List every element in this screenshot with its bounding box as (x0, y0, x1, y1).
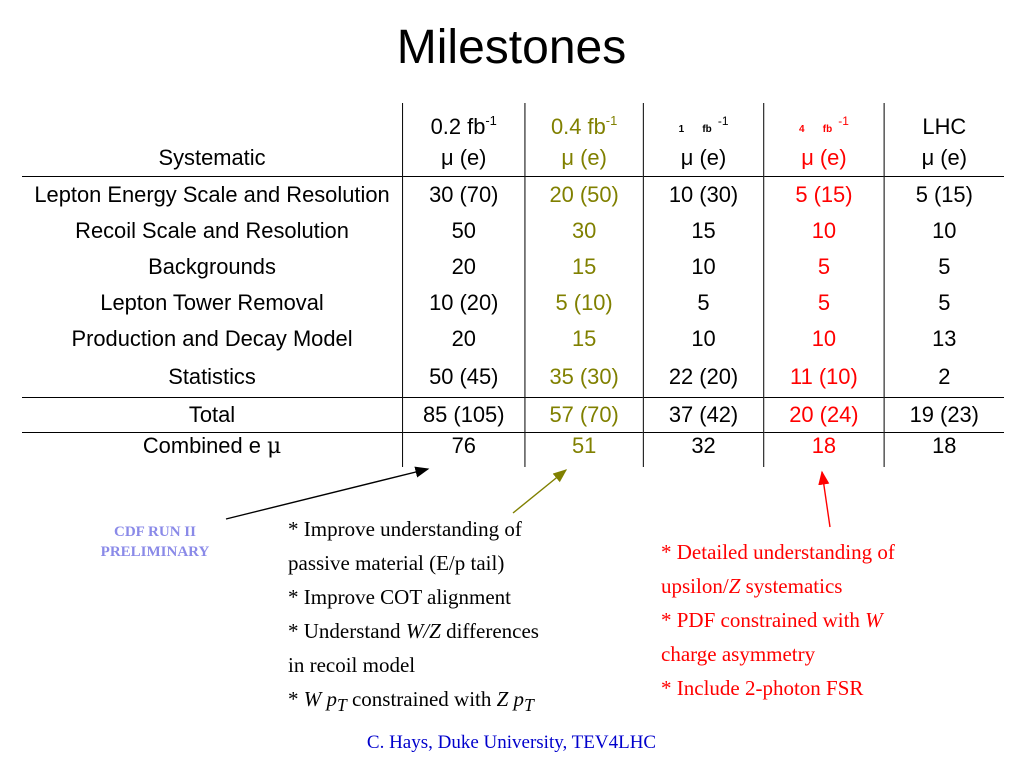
table-cell: 10 (642, 321, 764, 357)
arrow-to-4fb-column (818, 470, 831, 528)
cdf-preliminary-label: CDF RUN II PRELIMINARY (100, 524, 210, 560)
table-cell: 20 (50) (524, 176, 644, 213)
table-cell: 20 (24) (763, 397, 885, 433)
table-cell: 20 (402, 321, 525, 357)
table-row: Production and Decay Model 20 15 10 10 1… (22, 321, 1004, 357)
row-label: Statistics (168, 364, 256, 389)
table-cell: 37 (42) (642, 397, 764, 433)
table-cell: 19 (23) (883, 397, 1004, 433)
table-cell: 57 (70) (524, 397, 644, 433)
table-row: Lepton Tower Removal 10 (20) 5 (10) 5 5 … (22, 285, 1004, 321)
row-label: Recoil Scale and Resolution (75, 218, 349, 243)
table-cell: 11 (10) (763, 357, 885, 398)
table-cell: 10 (763, 321, 885, 357)
table-cell: 85 (105) (402, 397, 525, 433)
table-cell: 10 (20) (402, 285, 525, 321)
slide-title: Milestones (396, 21, 627, 74)
row-label: Total (188, 402, 236, 427)
table-cell: 5 (883, 285, 1004, 321)
table-cell: 10 (30) (642, 176, 764, 213)
col-unit: μ (e) (763, 140, 885, 177)
col-header-1fb: 1 fb -1 (642, 103, 764, 140)
table-cell: 76 (402, 432, 525, 467)
table-cell: 5 (883, 249, 1004, 285)
table-cell: 20 (402, 249, 525, 285)
table-cell: 15 (524, 321, 644, 357)
row-label: Lepton Tower Removal (100, 290, 324, 315)
table-row: Backgrounds 20 15 10 5 5 (22, 249, 1004, 285)
footer-credit: C. Hays, Duke University, TEV4LHC (366, 732, 657, 753)
total-row: Total 85 (105) 57 (70) 37 (42) 20 (24) 1… (22, 397, 1004, 433)
col-header-4fb: 4 fb -1 (763, 103, 885, 140)
table-cell: 5 (10) (524, 285, 644, 321)
arrow-to-0.4fb-column (512, 469, 568, 514)
table-cell: 30 (524, 213, 644, 249)
table-cell: 13 (883, 321, 1004, 357)
table-cell: 32 (642, 432, 764, 467)
col-unit: μ (e) (524, 140, 644, 177)
notes-left: * Improve understanding of passive mater… (288, 517, 539, 716)
arrow-to-0.2fb-column (225, 466, 430, 520)
table-cell: 50 (45) (402, 357, 525, 398)
col-header-0.2fb: 0.2 fb-1 (402, 103, 525, 140)
table-cell: 22 (20) (642, 357, 764, 398)
table-cell: 5 (642, 285, 764, 321)
table-cell: 5 (15) (883, 176, 1004, 213)
header-row-units: Systematic μ (e) μ (e) μ (e) μ (e) μ (e) (22, 140, 1004, 177)
col-unit: μ (e) (402, 140, 525, 177)
table-row: Lepton Energy Scale and Resolution 30 (7… (22, 176, 1004, 213)
col-header-0.4fb: 0.4 fb-1 (524, 103, 644, 140)
row-label: Production and Decay Model (71, 326, 353, 351)
col-unit: μ (e) (883, 140, 1004, 177)
header-systematic: Systematic (158, 145, 266, 170)
row-label: Backgrounds (148, 254, 276, 279)
table-cell: 10 (763, 213, 885, 249)
table-cell: 5 (763, 285, 885, 321)
systematics-table: 0.2 fb-1 0.4 fb-1 1 fb -1 4 fb -1 LHC Sy… (22, 103, 1004, 467)
col-header-lhc: LHC (883, 103, 1004, 140)
table-cell: 30 (70) (402, 176, 525, 213)
table-cell: 51 (524, 432, 644, 467)
table-cell: 5 (763, 249, 885, 285)
table-row: Recoil Scale and Resolution 50 30 15 10 … (22, 213, 1004, 249)
table-cell: 15 (524, 249, 644, 285)
combined-row: Combined e μ 76 51 32 18 18 (22, 432, 1004, 467)
header-row-luminosity: 0.2 fb-1 0.4 fb-1 1 fb -1 4 fb -1 LHC (22, 103, 1004, 140)
table-cell: 5 (15) (763, 176, 885, 213)
table-cell: 50 (402, 213, 525, 249)
table-cell: 2 (883, 357, 1004, 398)
col-unit: μ (e) (642, 140, 764, 177)
table-cell: 10 (883, 213, 1004, 249)
table-cell: 10 (642, 249, 764, 285)
row-label: Combined e μ (142, 433, 282, 459)
table-cell: 15 (642, 213, 764, 249)
table-cell: 35 (30) (524, 357, 644, 398)
table-row: Statistics 50 (45) 35 (30) 22 (20) 11 (1… (22, 357, 1004, 398)
table-cell: 18 (883, 432, 1004, 467)
row-label: Lepton Energy Scale and Resolution (34, 182, 390, 207)
table-cell: 18 (763, 432, 885, 467)
notes-right: * Detailed understanding of upsilon/Z sy… (661, 540, 895, 700)
